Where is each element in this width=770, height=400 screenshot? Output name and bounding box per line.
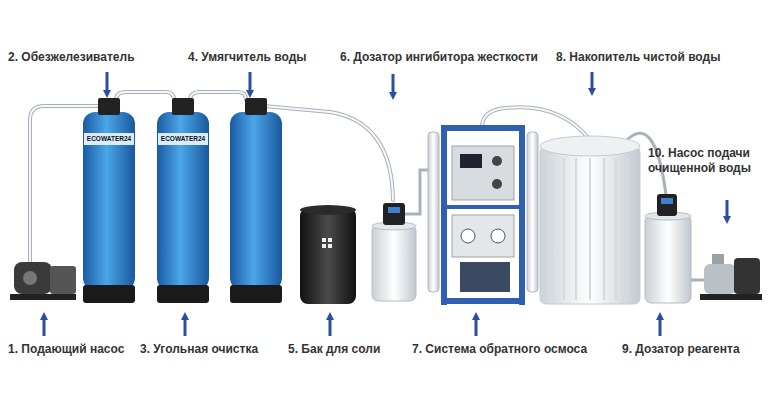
- callout-label: 7. Система обратного осмоса: [412, 342, 587, 357]
- callout-label: 4. Умягчитель воды: [188, 50, 307, 65]
- brand-text: ECOWATER24: [84, 133, 134, 145]
- reagent-doser: [645, 194, 691, 303]
- salt-tank: [300, 205, 356, 304]
- callout-label: 6. Дозатор ингибитора жесткости: [340, 50, 538, 65]
- callout-label: 1. Подающий насос: [8, 342, 124, 357]
- callout-label: 2. Обезжелезиватель: [8, 50, 135, 65]
- pointer-arrows: [44, 72, 727, 336]
- brand-text: ECOWATER24: [158, 133, 208, 145]
- callout-label: 5. Бак для соли: [288, 342, 380, 357]
- callout-label: 8. Накопитель чистой воды: [556, 50, 720, 65]
- callout-label: 10. Насос подачи очищенной воды: [648, 146, 762, 176]
- callout-label: 9. Дозатор реагента: [622, 342, 740, 357]
- inhibitor-doser: [372, 203, 416, 301]
- reverse-osmosis-unit: [428, 125, 538, 305]
- clean-water-tank: [540, 136, 640, 304]
- filter-tanks: [83, 98, 282, 303]
- delivery-pump: [700, 254, 762, 300]
- feed-pump: [10, 262, 76, 300]
- callout-label: 3. Угольная очистка: [140, 342, 258, 357]
